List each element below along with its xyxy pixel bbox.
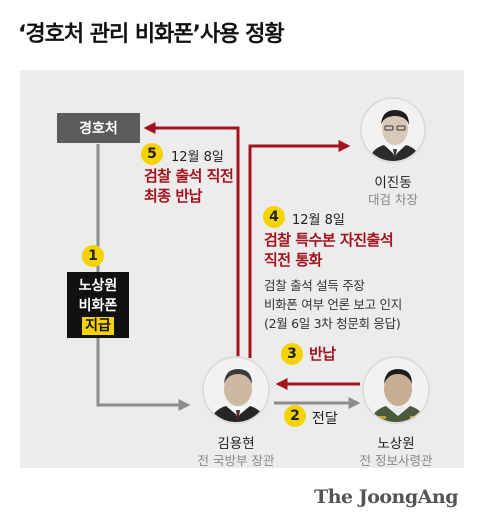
step4-detail-1: 검찰 출석 설득 주장: [264, 278, 365, 293]
arrow-step1: [96, 144, 191, 411]
step5-headline-1: 검찰 출석 직전: [144, 167, 234, 185]
step1-line-3: 지급: [82, 317, 114, 335]
lee-jindong-photo: [360, 97, 426, 163]
step3-label: 반납: [309, 345, 336, 363]
lee-jindong-role: 대검 차장: [368, 192, 418, 207]
kim-yonghyun-role: 전 국방부 장관: [197, 453, 275, 468]
step5-badge: 5: [141, 143, 163, 165]
step4-badge: 4: [263, 206, 285, 228]
step4-headline-2: 직전 통화: [264, 251, 322, 269]
step2-label: 전달: [312, 411, 338, 427]
noh-sangwon-role: 전 정보사령관: [359, 453, 433, 468]
arrow-step4: [248, 140, 351, 358]
arrow-step5: [143, 122, 240, 358]
step4-headline-1: 검찰 특수본 자진출석: [264, 231, 394, 249]
noh-sangwon-name: 노상원: [377, 436, 415, 452]
step4-date: 12월 8일: [292, 213, 345, 228]
page-title: ‘경호처 관리 비화폰’사용 정황: [18, 22, 285, 47]
step1-line-1: 노상원: [78, 278, 118, 294]
step1-badge: 1: [82, 245, 104, 267]
step2-badge: 2: [284, 405, 306, 427]
security-service-box: 경호처: [57, 113, 140, 143]
kim-yonghyun-name: 김용현: [217, 436, 255, 452]
kim-yonghyun-photo: [202, 356, 270, 424]
step4-detail-3: (2월 6일 3차 청문회 응답): [264, 316, 401, 331]
joongang-logo: The JoongAng: [314, 486, 458, 508]
step3-badge: 3: [281, 343, 303, 365]
step5-headline-2: 최종 반납: [144, 187, 202, 205]
step5-date: 12월 8일: [171, 150, 224, 165]
noh-sangwon-photo: [362, 356, 430, 424]
step4-detail-2: 비화폰 여부 언론 보고 인지: [264, 297, 402, 312]
step1-box: 노상원 비화폰 지급: [67, 272, 129, 338]
lee-jindong-name: 이진동: [374, 175, 412, 191]
step1-line-2: 비화폰: [78, 298, 118, 314]
